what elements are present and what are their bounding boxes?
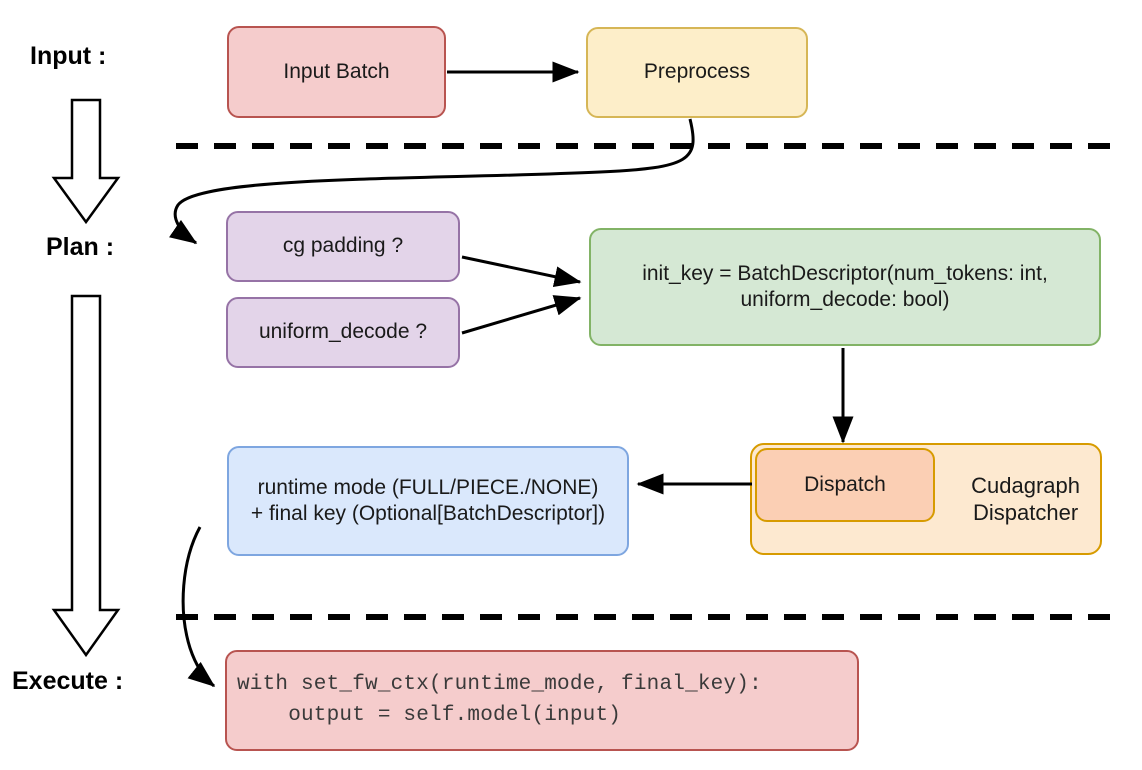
node-execute-code[interactable]: with set_fw_ctx(runtime_mode, final_key)… <box>225 650 859 751</box>
node-uniform-decode-label: uniform_decode ? <box>258 320 428 344</box>
node-runtime-mode[interactable]: runtime mode (FULL/PIECE./NONE) + final … <box>227 446 629 556</box>
node-input-batch-label: Input Batch <box>283 59 390 83</box>
node-init-key-label: init_key = BatchDescriptor(num_tokens: i… <box>642 261 1048 311</box>
node-cg-padding[interactable]: cg padding ? <box>226 211 460 282</box>
stage-label-execute: Execute : <box>12 667 124 695</box>
node-cudagraph-dispatcher-label: Cudagraph Dispatcher <box>971 472 1080 526</box>
node-init-key[interactable]: init_key = BatchDescriptor(num_tokens: i… <box>589 228 1101 346</box>
node-uniform-decode[interactable]: uniform_decode ? <box>226 297 460 368</box>
plan-to-execute-arrow <box>51 294 121 658</box>
node-dispatch-label: Dispatch <box>804 472 886 496</box>
edge-runtime-mode-to-execute-code <box>181 526 216 688</box>
stage-label-plan: Plan : <box>46 233 115 261</box>
node-preprocess[interactable]: Preprocess <box>586 27 808 118</box>
node-dispatch[interactable]: Dispatch <box>755 448 935 522</box>
input-to-plan-arrow <box>51 98 121 225</box>
node-cg-padding-label: cg padding ? <box>282 234 404 258</box>
node-runtime-mode-label: runtime mode (FULL/PIECE./NONE) + final … <box>250 475 606 525</box>
edge-uniform-decode-to-init-key <box>461 295 582 335</box>
edge-cg-padding-to-init-key <box>461 255 582 287</box>
stage-label-input: Input : <box>30 42 107 70</box>
node-preprocess-label: Preprocess <box>643 60 751 84</box>
node-execute-code-label: with set_fw_ctx(runtime_mode, final_key)… <box>237 673 762 727</box>
node-input-batch[interactable]: Input Batch <box>227 26 446 118</box>
